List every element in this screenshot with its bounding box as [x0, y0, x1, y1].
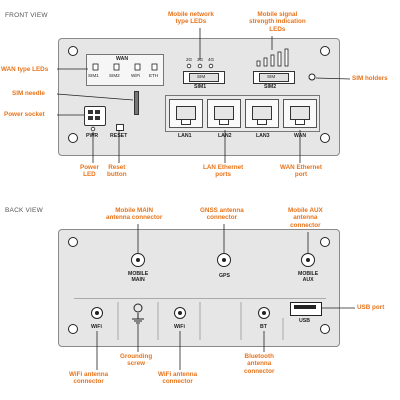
callout-power-socket: Power socket: [4, 111, 45, 118]
power-pin: [88, 116, 93, 120]
sim-needle[interactable]: [134, 91, 139, 115]
sma-pin: [178, 311, 182, 315]
rj45-port-icon[interactable]: [245, 99, 279, 128]
sim-slot-2-label: SIM: [267, 74, 276, 79]
callout-sim-holders: SIM holders: [352, 75, 388, 82]
pwr-label: PWR: [86, 133, 99, 139]
mobile-main-label: MOBILE MAIN: [128, 271, 149, 283]
callout-mobile-main: Mobile MAIN antenna connector: [106, 207, 163, 222]
callout-lan-ports: LAN Ethernet ports: [203, 164, 244, 179]
back-view-title: BACK VIEW: [5, 207, 43, 214]
callout-bluetooth: Bluetooth antenna connector: [244, 353, 275, 375]
led-label-wifi: WiFi: [131, 73, 141, 78]
callout-wan-type-leds: WAN type LEDs: [1, 66, 49, 73]
rj45-latch: [181, 119, 191, 125]
screw-icon: [320, 133, 330, 143]
usb-label: USB: [299, 318, 310, 324]
lan2-label: LAN2: [218, 133, 232, 139]
led-label-sim2: SIM2: [109, 73, 120, 78]
rj45-jack: [214, 106, 234, 120]
callout-wifi-connector-2: WiFi antenna connector: [158, 371, 198, 386]
power-pin: [95, 116, 100, 120]
lan1-label: LAN1: [178, 133, 192, 139]
sim1-caption: SIM1: [194, 84, 207, 90]
led-label-sim1: SIM1: [88, 73, 99, 78]
back-divider: [74, 298, 326, 299]
mobile-aux-label: MOBILE AUX: [298, 271, 319, 283]
led-label-4g: 4G: [208, 57, 215, 62]
rj45-jack: [176, 106, 196, 120]
screw-icon: [320, 46, 330, 56]
callout-reset-button: Reset button: [107, 164, 127, 179]
sma-pin: [95, 311, 99, 315]
screw-icon: [68, 133, 78, 143]
router-back-panel: [58, 229, 340, 347]
rj45-latch: [257, 119, 267, 125]
bt-label: BT: [260, 324, 267, 330]
callout-sim-needle: SIM needle: [12, 90, 45, 97]
callout-power-led: Power LED: [80, 164, 99, 179]
front-view-title: FRONT VIEW: [5, 12, 48, 19]
led-label-2g: 2G: [186, 57, 193, 62]
callout-wan-port: WAN Ethernet port: [280, 164, 322, 179]
wan-port-label: WAN: [294, 133, 307, 139]
rj45-jack: [290, 106, 310, 120]
lan3-label: LAN3: [256, 133, 270, 139]
wan-led-heading: WAN: [116, 56, 129, 62]
sim2-caption: SIM2: [264, 84, 277, 90]
wifi1-label: WiFi: [91, 324, 102, 330]
sma-pin: [136, 258, 140, 262]
rj45-port-icon[interactable]: [207, 99, 241, 128]
reset-label: RESET: [110, 133, 128, 139]
callout-mobile-aux: Mobile AUX antenna connector: [288, 207, 323, 229]
usb-tongue: [294, 305, 316, 309]
screw-icon: [68, 46, 78, 56]
screw-icon: [320, 324, 330, 334]
callout-grounding-screw: Grounding screw: [120, 353, 153, 368]
rj45-port-icon[interactable]: [169, 99, 203, 128]
power-pin: [95, 110, 100, 114]
sma-pin: [262, 311, 266, 315]
callout-usb-port: USB port: [357, 304, 385, 311]
rj45-latch: [295, 119, 305, 125]
rj45-jack: [252, 106, 272, 120]
rj45-latch: [219, 119, 229, 125]
sim-tray-1[interactable]: [189, 73, 219, 82]
screw-icon: [320, 237, 330, 247]
screw-icon: [68, 237, 78, 247]
sma-pin: [222, 258, 226, 262]
callout-gnss: GNSS antenna connector: [200, 207, 244, 222]
sim-tray-2[interactable]: [259, 73, 289, 82]
reset-button[interactable]: [116, 124, 124, 131]
callout-signal-strength-leds: Mobile signal strength indication LEDs: [249, 11, 306, 33]
power-pin: [88, 110, 93, 114]
callout-wifi-connector-1: WiFi antenna connector: [69, 371, 109, 386]
callout-mobile-network-leds: Mobile network type LEDs: [168, 11, 214, 26]
screw-icon: [68, 324, 78, 334]
led-label-3g: 3G: [197, 57, 204, 62]
led-label-eth: ETH: [149, 73, 159, 78]
wifi2-label: WiFi: [174, 324, 185, 330]
sim-slot-1-label: SIM: [197, 74, 206, 79]
wan-led-panel: [86, 54, 164, 86]
rj45-port-icon[interactable]: [283, 99, 317, 128]
sma-pin: [306, 258, 310, 262]
gps-label: GPS: [219, 273, 230, 279]
